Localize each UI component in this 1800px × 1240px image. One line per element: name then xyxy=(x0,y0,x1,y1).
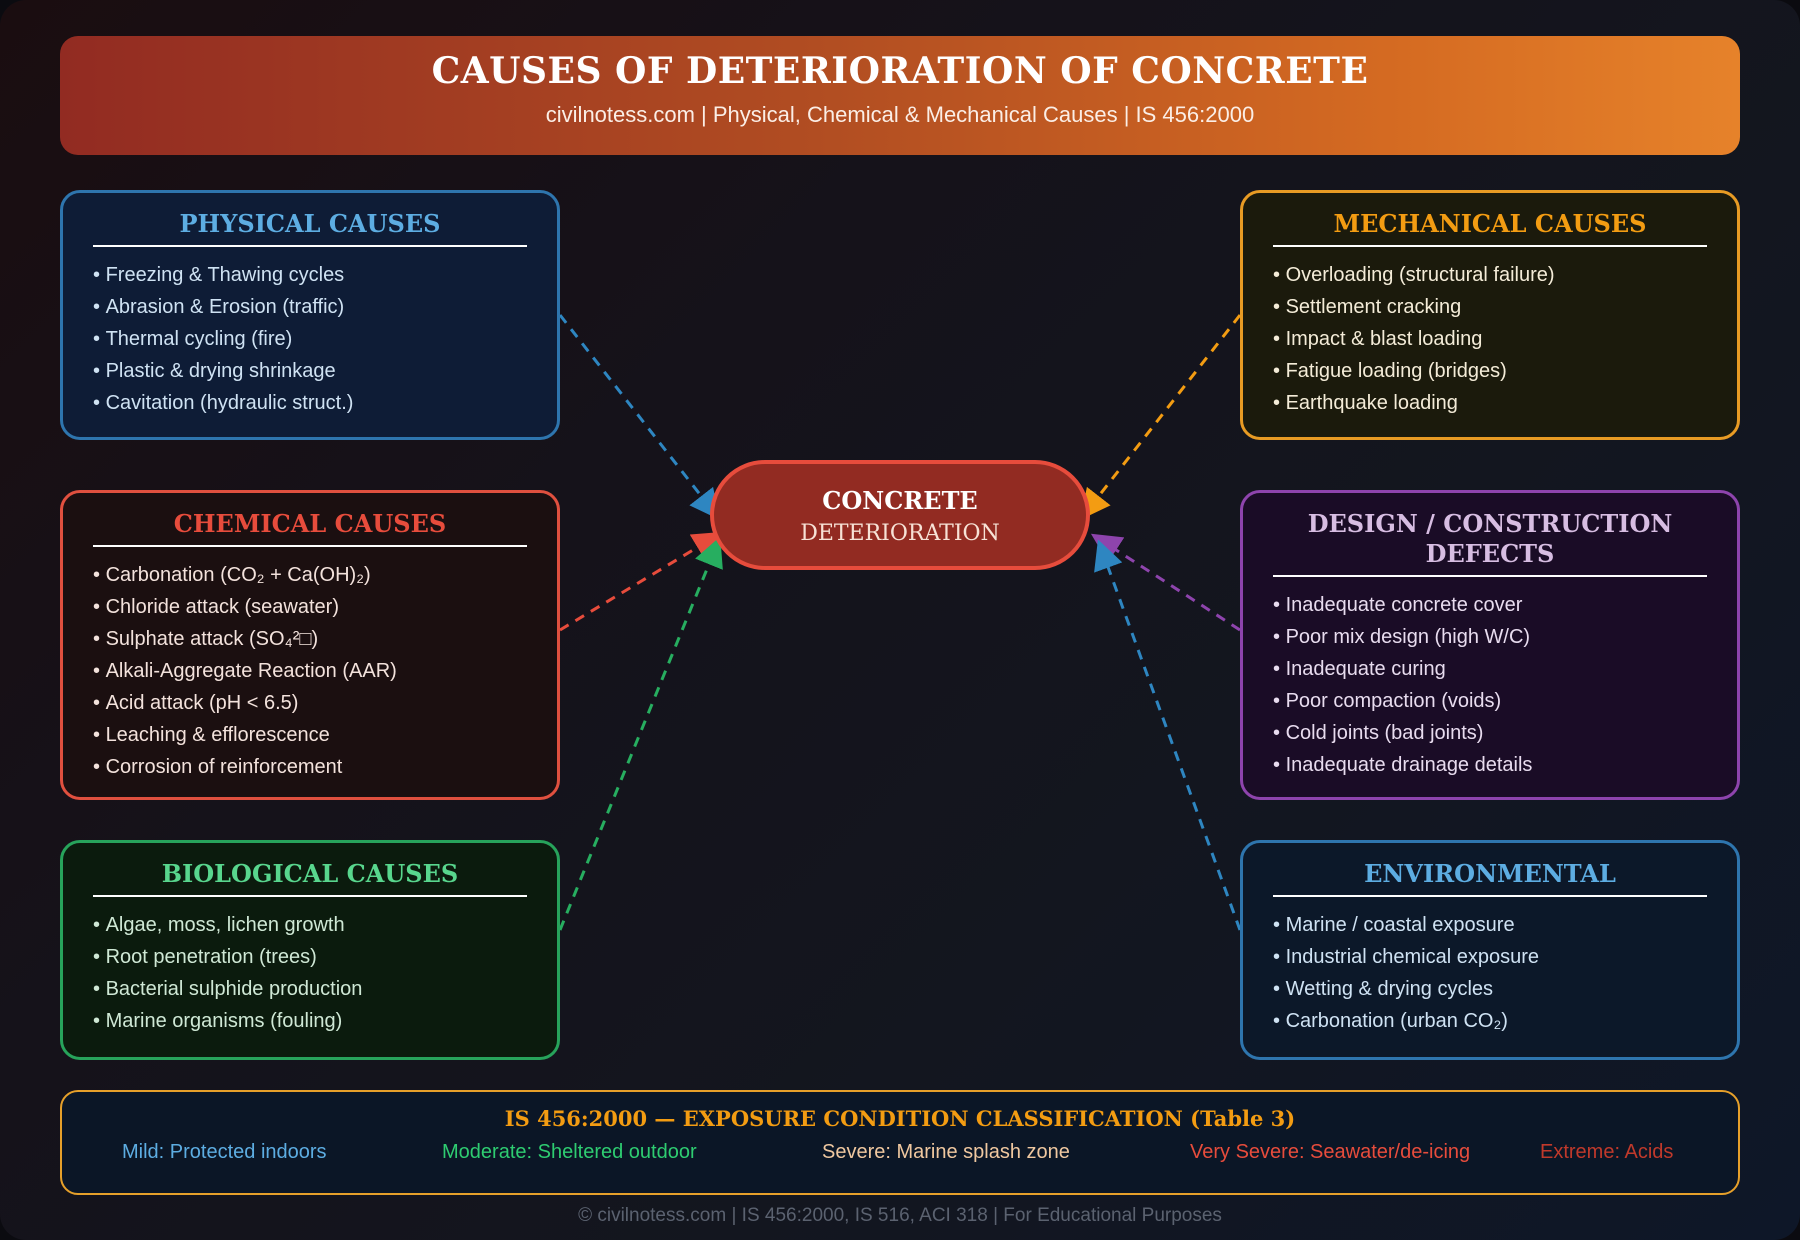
cause-list: Inadequate concrete coverPoor mix design… xyxy=(1273,589,1707,781)
cause-list: Carbonation (CO₂ + Ca(OH)₂)Chloride atta… xyxy=(93,559,527,783)
cause-item: Root penetration (trees) xyxy=(93,941,527,973)
exposure-level-extreme: Extreme: Acids xyxy=(1540,1141,1674,1163)
box-title: BIOLOGICAL CAUSES xyxy=(161,859,459,888)
cause-item: Leaching & efflorescence xyxy=(93,719,527,751)
cause-item: Marine organisms (fouling) xyxy=(93,1005,527,1037)
cause-list: Algae, moss, lichen growthRoot penetrati… xyxy=(93,909,527,1037)
exposure-level-very-severe: Very Severe: Seawater/de-icing xyxy=(1190,1141,1471,1163)
cause-item: Abrasion & Erosion (traffic) xyxy=(93,291,527,323)
cause-item: Inadequate curing xyxy=(1273,653,1707,685)
connector-chemical xyxy=(559,531,724,632)
cause-item: Plastic & drying shrinkage xyxy=(93,355,527,387)
cause-list: Overloading (structural failure)Settleme… xyxy=(1273,259,1707,419)
connector-physical xyxy=(558,314,720,520)
central-node: CONCRETE DETERIORATION xyxy=(710,460,1090,570)
exposure-classification-panel: IS 456:2000 — EXPOSURE CONDITION CLASSIF… xyxy=(60,1090,1740,1195)
cause-item: Acid attack (pH < 6.5) xyxy=(93,687,527,719)
title-divider xyxy=(1273,895,1707,897)
exposure-level-severe: Severe: Marine splash zone xyxy=(822,1141,1070,1163)
cause-item: Cavitation (hydraulic struct.) xyxy=(93,387,527,419)
title-divider xyxy=(93,245,527,247)
connector-environmental xyxy=(1094,539,1242,931)
title-divider xyxy=(93,895,527,897)
cause-item: Sulphate attack (SO₄²□) xyxy=(93,623,527,655)
exposure-levels: Mild: Protected indoors Moderate: Shelte… xyxy=(62,1141,1738,1171)
footer-credit: © civilnotess.com | IS 456:2000, IS 516,… xyxy=(578,1205,1222,1226)
cause-item: Earthquake loading xyxy=(1273,387,1707,419)
cause-list: Marine / coastal exposureIndustrial chem… xyxy=(1273,909,1707,1037)
cause-item: Impact & blast loading xyxy=(1273,323,1707,355)
cause-item: Freezing & Thawing cycles xyxy=(93,259,527,291)
cause-item: Corrosion of reinforcement xyxy=(93,751,527,783)
box-title: PHYSICAL CAUSES xyxy=(179,209,441,238)
biological-causes-box: BIOLOGICAL CAUSES Algae, moss, lichen gr… xyxy=(60,840,560,1060)
title-divider xyxy=(93,545,527,547)
cause-item: Wetting & drying cycles xyxy=(1273,973,1707,1005)
cause-item: Settlement cracking xyxy=(1273,291,1707,323)
box-title: ENVIRONMENTAL xyxy=(1364,859,1616,888)
box-title: MECHANICAL CAUSES xyxy=(1333,209,1647,238)
connector-biological xyxy=(558,536,723,931)
cause-item: Bacterial sulphide production xyxy=(93,973,527,1005)
page-title: CAUSES OF DETERIORATION OF CONCRETE xyxy=(431,50,1369,92)
connector-mechanical xyxy=(1080,314,1242,520)
cause-item: Inadequate drainage details xyxy=(1273,749,1707,781)
cause-item: Overloading (structural failure) xyxy=(1273,259,1707,291)
environmental-causes-box: ENVIRONMENTAL Marine / coastal exposureI… xyxy=(1240,840,1740,1060)
exposure-level-mild: Mild: Protected indoors xyxy=(122,1141,327,1163)
cause-item: Carbonation (urban CO₂) xyxy=(1273,1005,1707,1037)
cause-item: Thermal cycling (fire) xyxy=(93,323,527,355)
exposure-title: IS 456:2000 — EXPOSURE CONDITION CLASSIF… xyxy=(504,1106,1296,1131)
design-defects-box: DESIGN / CONSTRUCTION DEFECTS Inadequate… xyxy=(1240,490,1740,800)
mechanical-causes-box: MECHANICAL CAUSES Overloading (structura… xyxy=(1240,190,1740,440)
cause-item: Industrial chemical exposure xyxy=(1273,941,1707,973)
cause-item: Chloride attack (seawater) xyxy=(93,591,527,623)
cause-item: Carbonation (CO₂ + Ca(OH)₂) xyxy=(93,559,527,591)
exposure-level-moderate: Moderate: Sheltered outdoor xyxy=(442,1141,697,1163)
central-node-title: CONCRETE xyxy=(822,486,978,515)
central-node-subtitle: DETERIORATION xyxy=(800,521,1000,546)
title-divider xyxy=(1273,245,1707,247)
connector-design xyxy=(1090,533,1241,632)
cause-item: Alkali-Aggregate Reaction (AAR) xyxy=(93,655,527,687)
chemical-causes-box: CHEMICAL CAUSES Carbonation (CO₂ + Ca(OH… xyxy=(60,490,560,800)
page-subtitle: civilnotess.com | Physical, Chemical & M… xyxy=(545,102,1255,127)
box-title: CHEMICAL CAUSES xyxy=(173,509,447,538)
box-title: DESIGN / CONSTRUCTION DEFECTS xyxy=(1307,509,1673,568)
physical-causes-box: PHYSICAL CAUSES Freezing & Thawing cycle… xyxy=(60,190,560,440)
cause-item: Algae, moss, lichen growth xyxy=(93,909,527,941)
cause-item: Cold joints (bad joints) xyxy=(1273,717,1707,749)
title-divider xyxy=(1273,575,1707,577)
header-banner: CAUSES OF DETERIORATION OF CONCRETE civi… xyxy=(60,36,1740,155)
cause-item: Poor mix design (high W/C) xyxy=(1273,621,1707,653)
cause-item: Inadequate concrete cover xyxy=(1273,589,1707,621)
cause-item: Poor compaction (voids) xyxy=(1273,685,1707,717)
cause-item: Fatigue loading (bridges) xyxy=(1273,355,1707,387)
cause-list: Freezing & Thawing cyclesAbrasion & Eros… xyxy=(93,259,527,419)
cause-item: Marine / coastal exposure xyxy=(1273,909,1707,941)
